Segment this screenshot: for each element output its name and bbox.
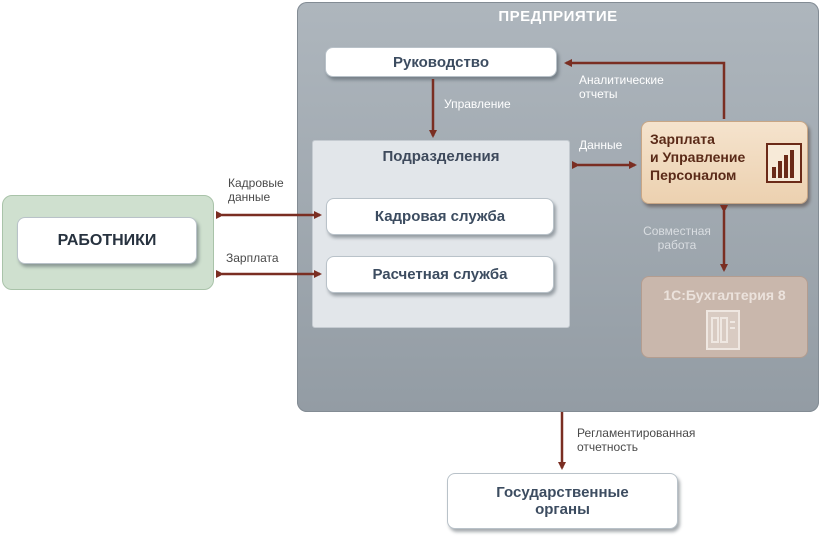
hr-service-box[interactable]: Кадровая служба	[326, 198, 554, 235]
salary-hr-line2: и Управление	[650, 149, 746, 165]
label-salary: Зарплата	[226, 251, 279, 265]
departments-title: Подразделения	[382, 148, 500, 165]
label-reg-line1: Регламентированная	[577, 426, 696, 440]
ledger-icon	[706, 310, 740, 350]
accounting-label: 1С:Бухгалтерия 8	[663, 287, 786, 303]
arrow-analytic-reports	[564, 59, 726, 119]
government-box[interactable]: Государственные органы	[447, 473, 678, 529]
management-box[interactable]: Руководство	[325, 47, 557, 77]
label-data: Данные	[579, 138, 623, 152]
salary-hr-line3: Персоналом	[650, 167, 737, 183]
label-joint-work: Совместная работа	[636, 224, 718, 252]
workers-label: РАБОТНИКИ	[57, 231, 157, 249]
label-analytic-line2: отчеты	[579, 87, 618, 101]
government-line2: органы	[535, 501, 590, 518]
label-analytic-line1: Аналитические	[579, 73, 664, 87]
label-hr-data: Кадровые данные	[228, 176, 284, 204]
label-regulated-reports: Регламентированная отчетность	[577, 426, 695, 454]
label-hr-data-line1: Кадровые	[228, 176, 284, 190]
label-joint-line2: работа	[657, 238, 697, 252]
label-reg-line2: отчетность	[577, 440, 638, 454]
label-joint-line1: Совместная	[643, 224, 711, 238]
hr-service-label: Кадровая служба	[374, 208, 506, 225]
salary-hr-line1: Зарплата	[650, 131, 715, 147]
workers-box[interactable]: РАБОТНИКИ	[17, 217, 197, 264]
payroll-service-box[interactable]: Расчетная служба	[326, 256, 554, 293]
salary-hr-label: Зарплата и Управление Персоналом	[650, 130, 762, 184]
label-hr-data-line2: данные	[228, 190, 271, 204]
enterprise-title: ПРЕДПРИЯТИЕ	[498, 8, 618, 25]
management-label: Руководство	[392, 53, 489, 71]
label-control: Управление	[444, 97, 511, 111]
chart-bars-icon	[766, 143, 802, 183]
payroll-service-label: Расчетная служба	[372, 266, 508, 283]
government-line1: Государственные	[496, 484, 629, 501]
label-analytic-reports: Аналитические отчеты	[579, 73, 664, 101]
